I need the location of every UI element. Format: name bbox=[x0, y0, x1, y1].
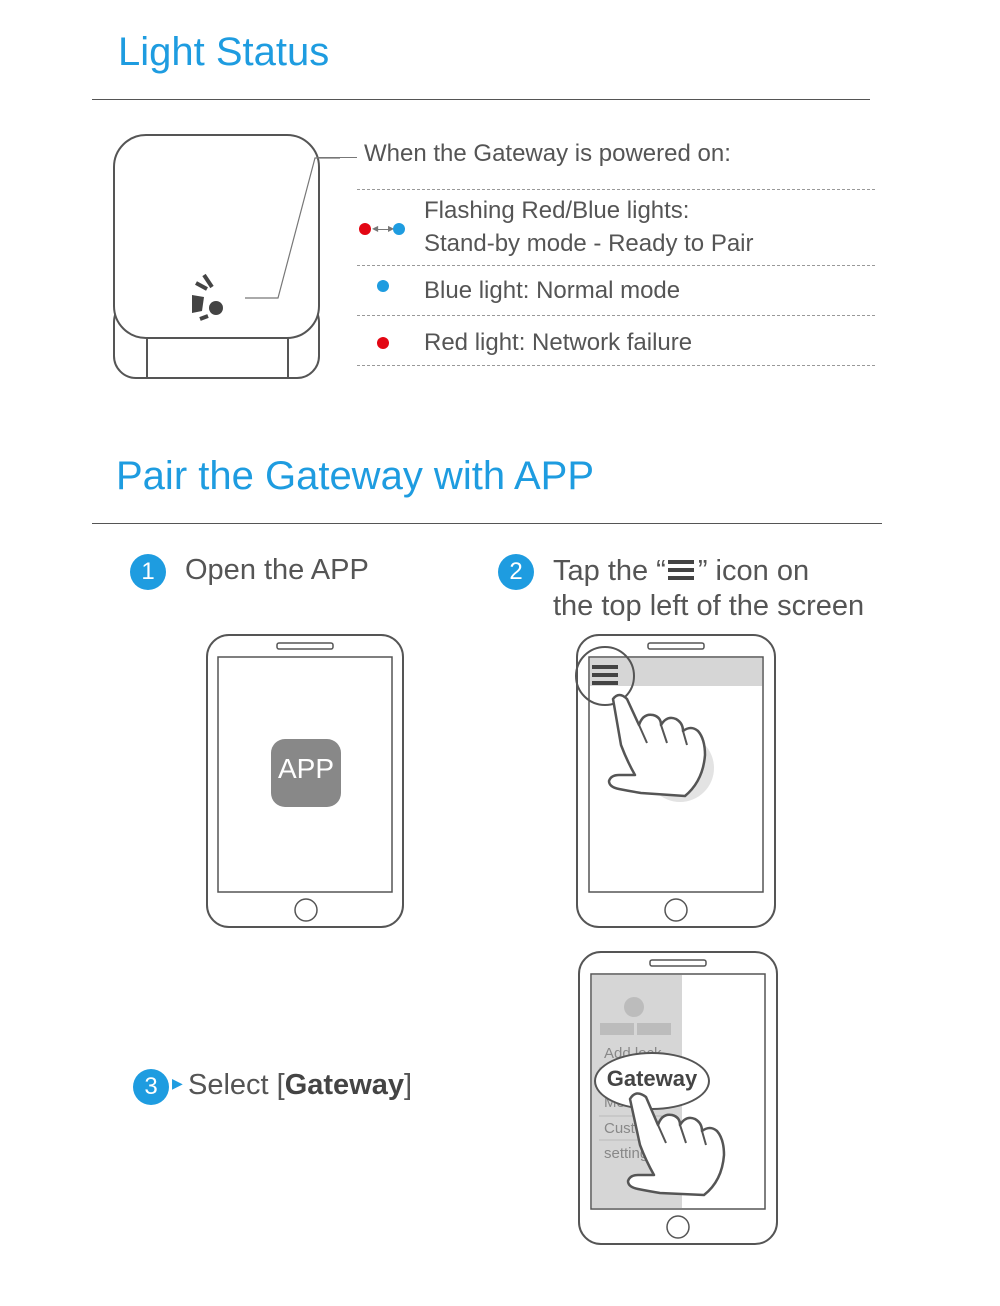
light-item-flashing-desc: Stand-by mode - Ready to Pair bbox=[424, 230, 754, 257]
step-2-badge: 2 bbox=[498, 554, 534, 590]
phone-open-app bbox=[206, 634, 404, 928]
blue-light-dot bbox=[377, 280, 389, 292]
gateway-highlight-ring bbox=[594, 1052, 710, 1110]
dashed-divider bbox=[357, 265, 875, 266]
gateway-led-icon bbox=[192, 273, 223, 321]
light-item-blue: Blue light: Normal mode bbox=[424, 277, 681, 304]
light-status-title: Light Status bbox=[118, 30, 330, 74]
dashed-divider bbox=[357, 189, 875, 190]
pointing-hand-icon bbox=[626, 1092, 726, 1197]
gateway-device-illustration bbox=[113, 134, 340, 379]
step-1-badge: 1 bbox=[130, 554, 166, 590]
leader-line bbox=[317, 157, 357, 158]
light-intro: When the Gateway is powered on: bbox=[364, 140, 731, 167]
dashed-divider bbox=[357, 365, 875, 366]
menu-item-gateway[interactable]: Gateway bbox=[606, 1066, 698, 1091]
menu-icon bbox=[667, 559, 696, 581]
app-icon[interactable]: APP bbox=[277, 753, 335, 784]
step-3-badge: 3 bbox=[133, 1069, 169, 1105]
section-divider bbox=[92, 99, 870, 100]
red-blue-flash-icon: ◀ ▶ bbox=[359, 222, 409, 236]
step-2-line2: the top left of the screen bbox=[553, 590, 865, 622]
phone-tap-menu bbox=[575, 634, 776, 928]
red-light-dot bbox=[377, 337, 389, 349]
step-3-text: Select [Gateway] bbox=[188, 1069, 413, 1101]
step-1-text: Open the APP bbox=[185, 554, 369, 586]
section-divider bbox=[92, 523, 882, 524]
step-2-line1: Tap the “ ” icon on bbox=[553, 555, 810, 587]
light-item-red: Red light: Network failure bbox=[424, 329, 693, 356]
arrow-right-icon: ▶ bbox=[172, 1076, 183, 1092]
dashed-divider bbox=[357, 315, 875, 316]
pair-title: Pair the Gateway with APP bbox=[116, 454, 595, 498]
light-item-flashing-title: Flashing Red/Blue lights: bbox=[424, 197, 690, 224]
